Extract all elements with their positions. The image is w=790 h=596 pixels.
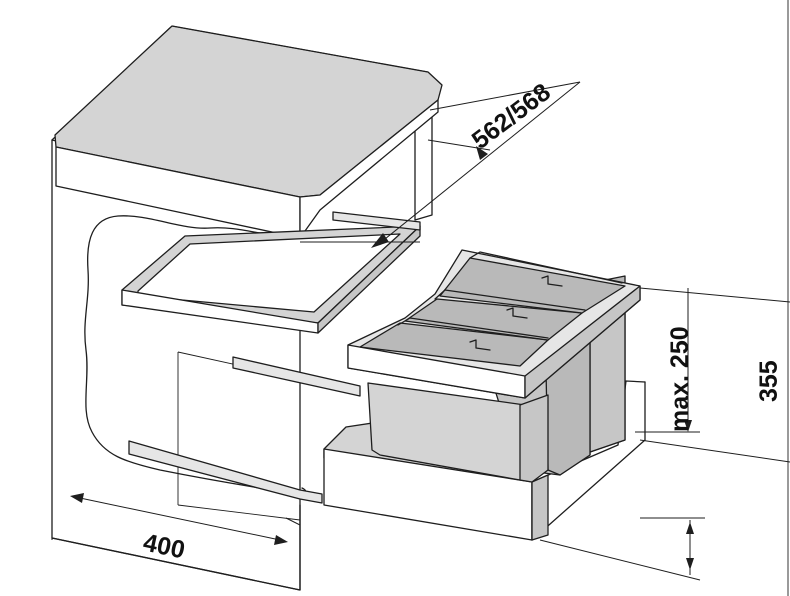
bin-height-label: max. 250 [666, 326, 694, 432]
mid-runner [232, 356, 361, 397]
waste-bins [347, 249, 641, 483]
depth-dimension-line [379, 81, 581, 244]
cabinet-height-label: 355 [755, 360, 783, 402]
worktop [54, 25, 443, 239]
upper-runner [332, 211, 421, 231]
bottom-runner [128, 440, 323, 504]
bin-height-dimension: max. 250 [635, 287, 790, 433]
cut-out-line [84, 215, 307, 494]
upper-shelf [121, 211, 421, 334]
depth-label: 562/568 [467, 78, 556, 155]
width-dimension-line [79, 497, 281, 541]
cabinet-height-dimension: 355 [539, 360, 790, 581]
